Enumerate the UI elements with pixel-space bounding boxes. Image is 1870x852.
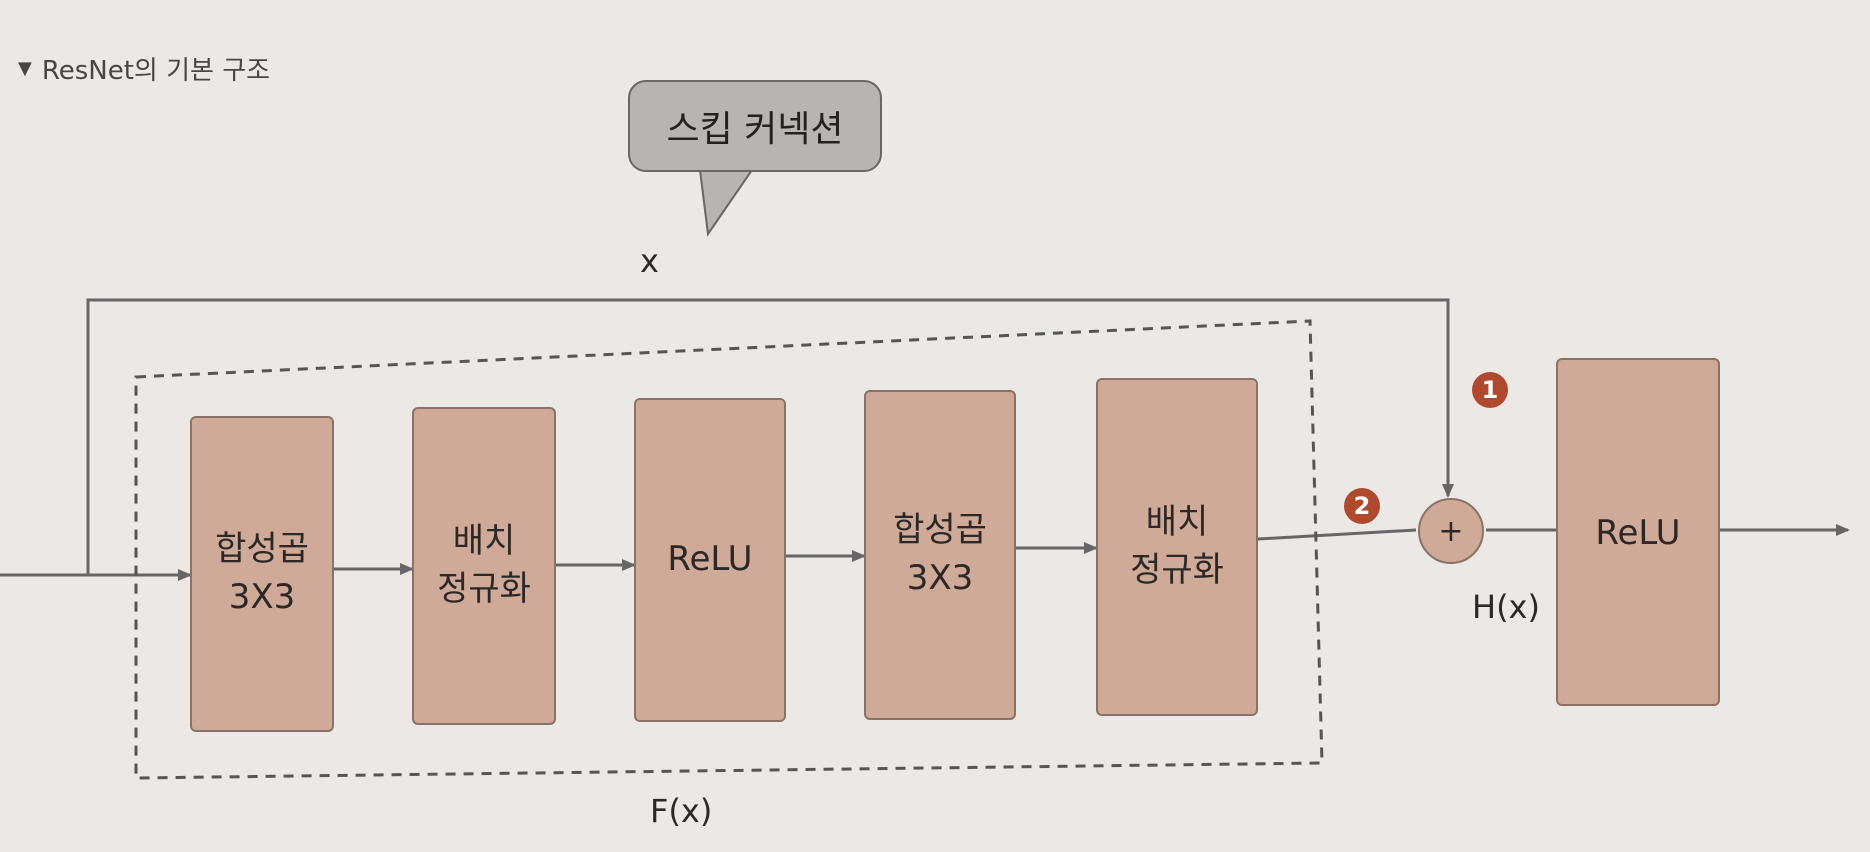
block-relu-1: ReLU [634, 398, 786, 722]
fx-region [134, 319, 1324, 780]
label-fx: F(x) [650, 792, 713, 830]
block-relu-1-label: ReLU [667, 539, 753, 580]
block-conv-2: 합성곱 3X3 [864, 390, 1016, 720]
block-relu-output: ReLU [1556, 358, 1720, 706]
marker-1: 1 [1472, 372, 1508, 408]
caption-text: ResNet의 기본 구조 [41, 56, 271, 86]
block-relu-output-label: ReLU [1595, 513, 1681, 553]
block-batchnorm-1-label: 배치 정규화 [437, 521, 531, 609]
marker-2: 2 [1344, 488, 1380, 524]
block-batchnorm-1: 배치 정규화 [412, 407, 556, 725]
block-batchnorm-2: 배치 정규화 [1096, 378, 1258, 716]
block-conv-1-label: 합성곱 3X3 [215, 529, 309, 617]
callout-text: 스킵 커넥션 [666, 109, 844, 150]
plus-icon: + [1438, 513, 1464, 549]
block-batchnorm-2-label: 배치 정규화 [1130, 502, 1224, 590]
sum-node: + [1418, 498, 1484, 564]
callout-tail [698, 169, 754, 237]
block-conv-1: 합성곱 3X3 [190, 416, 334, 732]
caption-marker-icon: ▼ [18, 58, 32, 79]
figure-caption: ▼ ResNet의 기본 구조 [18, 50, 270, 87]
block-conv-2-label: 합성곱 3X3 [893, 510, 987, 598]
arrow-bn2-sum [1257, 528, 1417, 541]
skip-connection-callout: 스킵 커넥션 [628, 80, 882, 172]
label-hx: H(x) [1472, 588, 1540, 626]
label-x: x [640, 242, 659, 280]
skip-connection-line [86, 298, 1454, 575]
